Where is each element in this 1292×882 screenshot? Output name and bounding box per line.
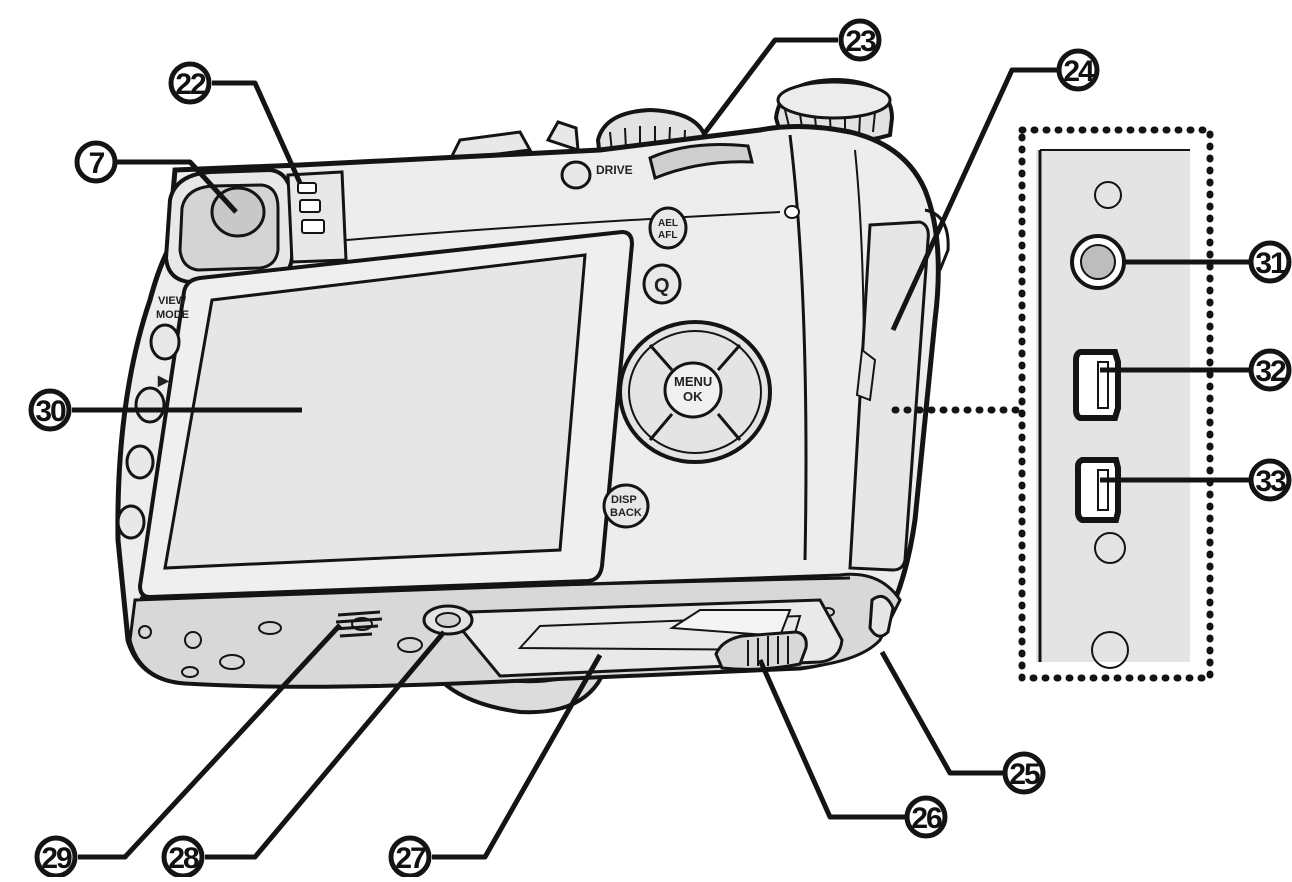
- ael-afl-button[interactable]: [648, 206, 688, 250]
- viewfinder-eyecup: [163, 167, 294, 285]
- hot-shoe: [447, 120, 580, 162]
- menu-label: MENU: [674, 374, 712, 389]
- tripod-mount: [422, 604, 474, 636]
- callout-number: 7: [89, 147, 105, 180]
- left-button-3[interactable]: [125, 444, 155, 480]
- callout-number: 30: [35, 395, 66, 428]
- callout-number: 32: [1255, 355, 1286, 388]
- callout-number: 22: [175, 68, 206, 101]
- callout-number: 26: [911, 802, 942, 835]
- callout-circle: [1248, 240, 1292, 284]
- connector-cover: [848, 208, 950, 572]
- callout-circle: [168, 61, 212, 105]
- callout-32: 32: [1248, 348, 1292, 392]
- ok-label: OK: [683, 389, 703, 404]
- view-mode-label-top: VIEW: [158, 295, 187, 307]
- callout-23: 23: [838, 18, 882, 62]
- battery-latch: [714, 630, 808, 671]
- callout-29: 29: [34, 835, 78, 879]
- lcd-monitor: [137, 229, 635, 600]
- callout-30: 30: [28, 388, 72, 432]
- disp-label: DISP: [611, 494, 637, 506]
- q-label: Q: [654, 275, 670, 297]
- drive-label: DRIVE: [596, 163, 633, 177]
- playback-symbol: ▶: [157, 372, 170, 388]
- callout-circle: [1002, 751, 1046, 795]
- callout-31: 31: [1248, 240, 1292, 284]
- callout-layer: 7 22 23 24 25 26 27 28 29 30 31 32 33: [28, 18, 1292, 879]
- remote-release-socket: [1070, 234, 1126, 290]
- playback-button[interactable]: [134, 386, 166, 424]
- callout-circle: [1056, 48, 1100, 92]
- callout-number: 33: [1255, 465, 1286, 498]
- ael-label: AEL: [658, 218, 678, 229]
- callout-26: 26: [904, 795, 948, 839]
- view-mode-button[interactable]: [149, 323, 181, 361]
- callout-25: 25: [1002, 751, 1046, 795]
- callout-circle: [34, 835, 78, 879]
- selector-pad[interactable]: MENU OK: [618, 320, 772, 464]
- eye-sensor: [286, 170, 348, 264]
- callout-circle: [1248, 348, 1292, 392]
- afl-label: AFL: [658, 230, 677, 241]
- drive-button-area: DRIVE: [560, 143, 800, 219]
- top-dial-release: [560, 160, 592, 190]
- callout-circle: [388, 835, 432, 879]
- callout-number: 25: [1009, 758, 1040, 791]
- callout-22: 22: [168, 61, 212, 105]
- callout-circle: [74, 140, 118, 184]
- left-buttons: VIEW MODE ▶: [116, 295, 189, 540]
- right-buttons: AEL AFL Q MENU OK DISP BACK: [602, 206, 772, 529]
- callout-number: 27: [395, 842, 426, 875]
- callout-24: 24: [1056, 48, 1100, 92]
- callout-33: 33: [1248, 458, 1292, 502]
- callout-circle: [161, 835, 205, 879]
- back-label: BACK: [610, 507, 642, 519]
- callout-27: 27: [388, 835, 432, 879]
- callout-number: 28: [168, 842, 199, 875]
- callout-7: 7: [74, 140, 118, 184]
- disp-back-button[interactable]: [602, 483, 650, 529]
- callout-circle: [28, 388, 72, 432]
- callout-28: 28: [161, 835, 205, 879]
- connector-inset: [891, 126, 1214, 682]
- callout-number: 24: [1063, 55, 1095, 88]
- hdmi-port: [1073, 349, 1121, 421]
- drive-button[interactable]: [648, 143, 754, 181]
- view-mode-label-bottom: MODE: [156, 309, 189, 321]
- left-button-4[interactable]: [116, 504, 146, 540]
- callout-circle: [904, 795, 948, 839]
- callout-number: 31: [1255, 247, 1286, 280]
- strap-eyelet: [868, 594, 895, 638]
- menu-ok-button[interactable]: [663, 361, 723, 419]
- callout-number: 29: [41, 842, 72, 875]
- callout-number: 23: [845, 25, 876, 58]
- callout-circle: [1248, 458, 1292, 502]
- leader-lines: [72, 37, 1250, 860]
- callout-circle: [838, 18, 882, 62]
- speaker: [333, 610, 383, 638]
- usb-port: [1075, 457, 1121, 523]
- q-button[interactable]: [642, 263, 682, 305]
